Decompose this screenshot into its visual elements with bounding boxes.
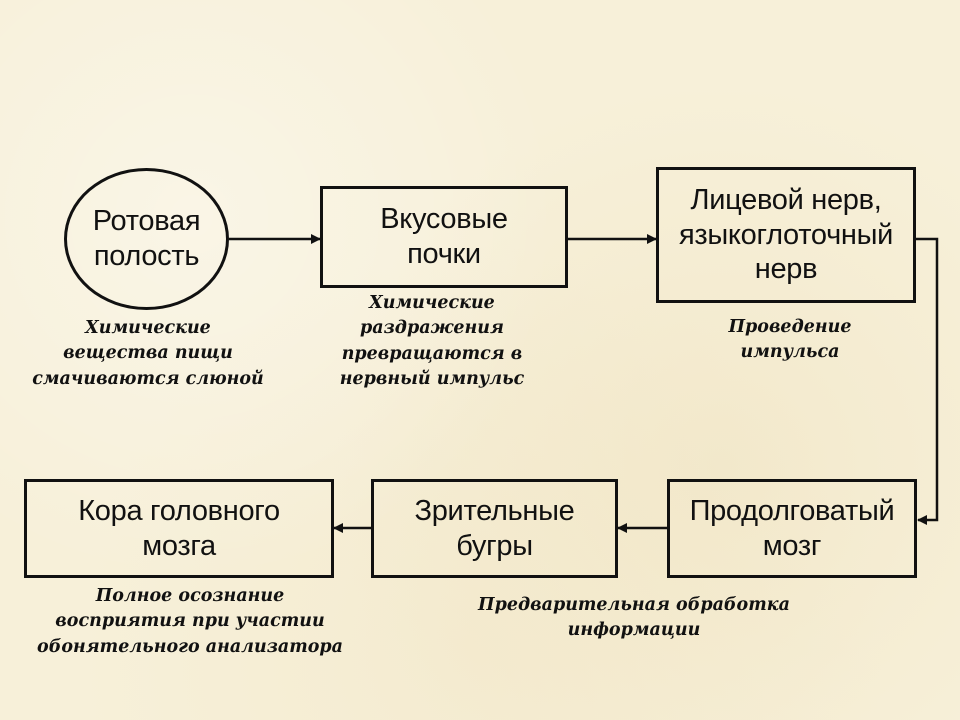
medulla-node: Продолговатый мозг — [667, 479, 917, 578]
cortex-node: Кора головного мозга — [24, 479, 334, 578]
taste-buds-node: Вкусовые почки — [320, 186, 568, 288]
oral-cavity-node: Ротовая полость — [64, 168, 229, 310]
cortex-caption: Полное осознание восприятия при участии … — [37, 586, 343, 657]
preprocessing-caption: Предварительная обработка информации — [478, 595, 790, 641]
oral-cavity-caption: Химические вещества пищи смачиваются слю… — [32, 318, 264, 389]
facial-nerve-node: Лицевой нерв, языкоглоточный нерв — [656, 167, 916, 303]
taste-buds-caption: Химические раздражения превращаются в не… — [339, 293, 525, 390]
arrow-nerve-to-medulla — [916, 237, 939, 525]
thalamus-node: Зрительные бугры — [371, 479, 618, 578]
facial-nerve-caption: Проведение импульса — [728, 317, 852, 363]
